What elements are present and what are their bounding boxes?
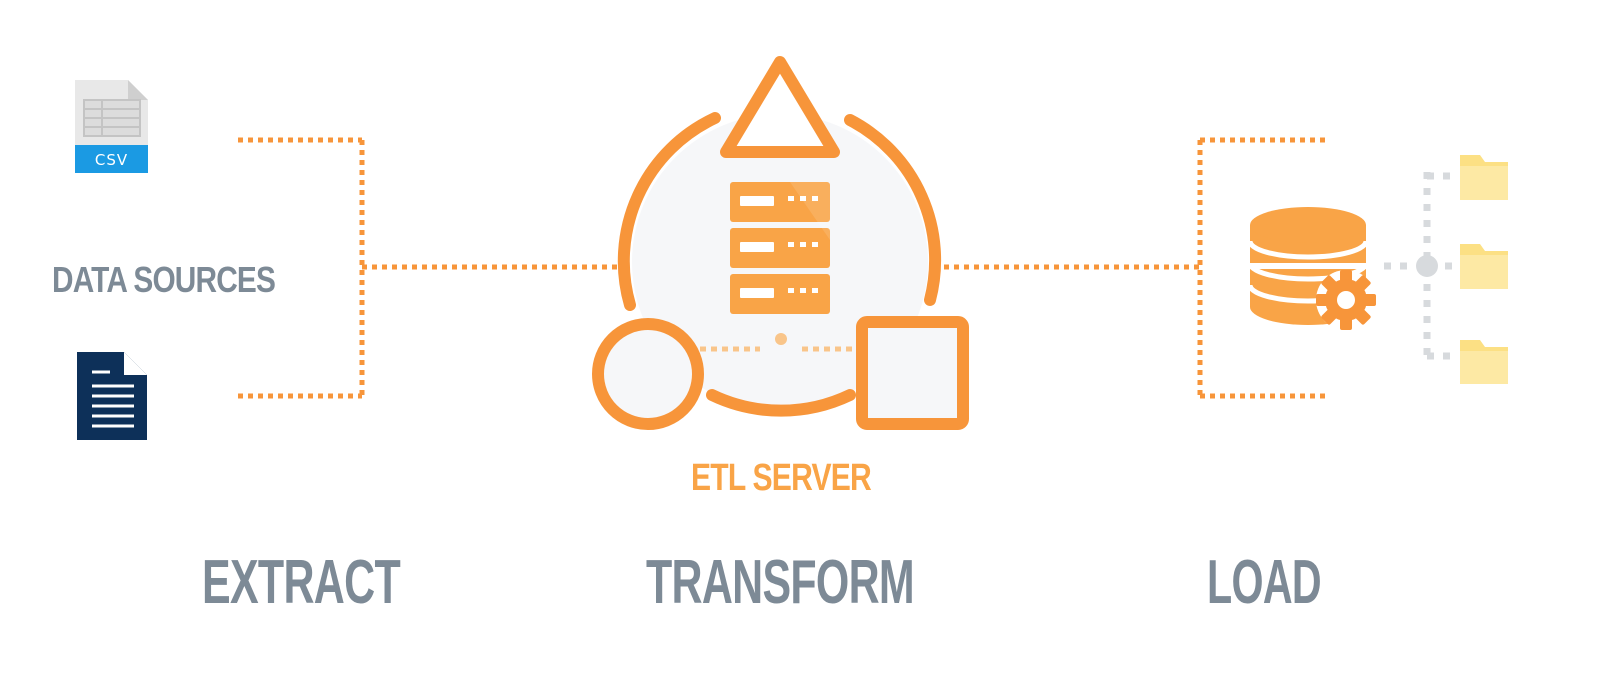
extract-label: EXTRACT — [202, 548, 401, 617]
folder-tree-connector — [1384, 172, 1458, 360]
load-section: LOAD — [944, 137, 1508, 617]
inner-connector — [700, 333, 860, 352]
document-icon — [77, 352, 147, 440]
folder-icon — [1460, 244, 1508, 289]
extract-connector — [238, 137, 622, 399]
etl-server-label: ETL SERVER — [691, 457, 871, 499]
extract-section: CSV DATA SOURCES EXTRACT — [52, 80, 622, 617]
triangle-icon — [720, 56, 840, 158]
gear-icon — [1316, 270, 1376, 330]
folder-icon — [1460, 155, 1508, 200]
circle-icon — [592, 318, 704, 430]
load-label: LOAD — [1207, 548, 1321, 617]
transform-section: ETL SERVER TRANSFORM — [592, 56, 969, 617]
csv-tag: CSV — [95, 151, 128, 169]
transform-label: TRANSFORM — [646, 548, 914, 617]
transform-ring — [617, 112, 942, 417]
data-sources-label: DATA SOURCES — [52, 259, 275, 300]
folder-icon — [1460, 340, 1508, 384]
square-icon — [856, 316, 969, 430]
server-icon — [730, 182, 830, 314]
database-gear-icon — [1247, 207, 1376, 330]
csv-file-icon: CSV — [75, 80, 148, 173]
load-connector — [944, 137, 1326, 399]
